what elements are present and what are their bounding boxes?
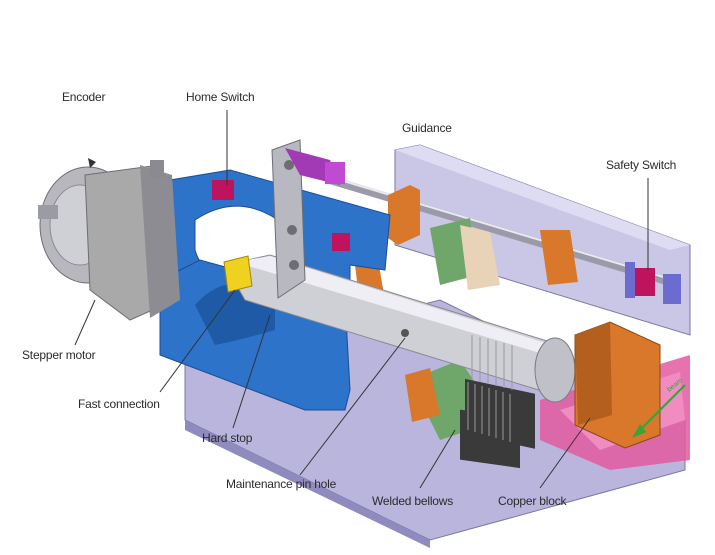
label-stepper-motor: Stepper motor bbox=[22, 348, 96, 362]
motor-tab bbox=[150, 160, 164, 178]
safety-switch-bracket bbox=[625, 262, 635, 298]
arm-bolt-1 bbox=[284, 160, 294, 170]
home-switch-part-2 bbox=[332, 233, 350, 251]
orange-block-mid bbox=[540, 230, 578, 285]
label-welded-bellows: Welded bellows bbox=[372, 494, 454, 508]
copper-block-side bbox=[575, 322, 612, 425]
motor-pointer bbox=[88, 158, 96, 168]
beam-arrow bbox=[637, 384, 686, 433]
fast-connection-coupling bbox=[223, 255, 253, 293]
guidance-rail-top bbox=[395, 145, 690, 250]
arm-connector-end bbox=[325, 162, 345, 184]
beam-arrowhead bbox=[632, 424, 646, 438]
safety-switch-part bbox=[635, 268, 655, 296]
arm-bolt-3 bbox=[289, 260, 299, 270]
label-home-switch: Home Switch bbox=[186, 90, 255, 104]
copper-flange bbox=[405, 368, 440, 422]
guidance-rod-highlight bbox=[329, 176, 681, 283]
label-guidance: Guidance bbox=[402, 121, 452, 135]
arm-bolt-2 bbox=[287, 225, 297, 235]
stepper-motor-side bbox=[140, 165, 180, 318]
base-plate-front bbox=[185, 420, 430, 548]
label-maintenance-pin-hole: Maintenance pin hole bbox=[226, 477, 337, 491]
label-fast-connection: Fast connection bbox=[78, 397, 160, 411]
beige-plate bbox=[460, 225, 500, 290]
safety-switch-bracket-2 bbox=[663, 274, 681, 304]
label-hard-stop: Hard stop bbox=[202, 431, 253, 445]
maintenance-pin-hole-mark bbox=[401, 329, 409, 337]
label-copper-block: Copper block bbox=[498, 494, 567, 508]
main-shaft-highlight bbox=[235, 256, 555, 356]
bellows-ridges bbox=[467, 335, 513, 442]
orange-block-rear bbox=[388, 185, 420, 245]
encoder-shaft bbox=[38, 205, 58, 219]
label-encoder: Encoder bbox=[62, 90, 106, 104]
label-safety-switch: Safety Switch bbox=[606, 158, 677, 172]
leader-lines bbox=[74, 110, 649, 489]
link-arm bbox=[271, 139, 306, 299]
shaft-end-disk bbox=[534, 337, 576, 403]
home-switch-part bbox=[212, 180, 234, 200]
